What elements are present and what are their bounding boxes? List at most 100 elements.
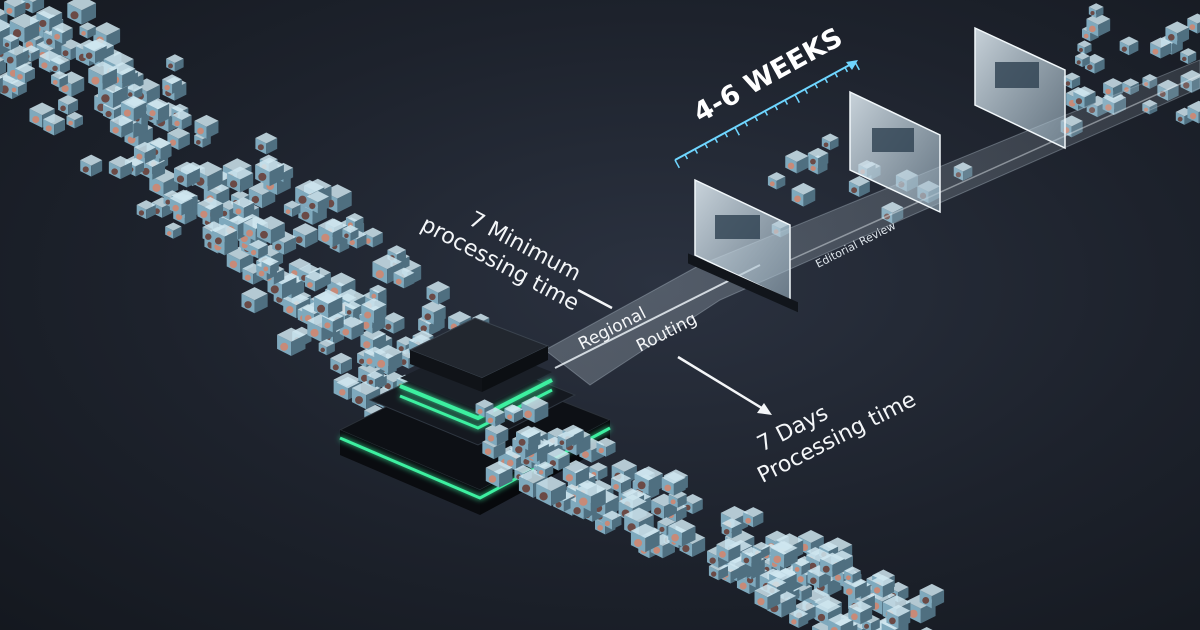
media-cube-icon [1063,72,1081,89]
media-cube-icon [361,298,387,324]
media-cube-icon [241,287,268,314]
media-cube-icon [66,111,84,129]
media-cube-icon [1119,36,1139,56]
media-cube-icon [9,78,27,96]
media-cube-icon [248,239,268,259]
media-cube-icon [4,43,29,69]
gate-screen-icon [872,128,914,152]
media-cube-icon [345,301,362,318]
media-cube-icon [79,22,96,39]
media-cube-icon [521,396,549,424]
review-gate-2 [849,90,941,214]
weeks-label: 4-6 WEEKS [688,22,848,129]
media-cube-icon [2,33,19,51]
timeline-tick [854,61,860,71]
min-time-pointer [577,288,613,310]
media-cube-icon [257,215,285,244]
media-cube-icon [51,22,73,44]
media-cube-icon [807,147,829,169]
media-cube-icon [844,566,861,584]
media-cube-icon [318,339,335,356]
media-cube-icon [630,523,660,553]
media-cube-icon [770,541,798,569]
media-cube-icon [485,407,505,427]
media-cube-icon [661,471,686,496]
media-cube-icon [147,98,170,121]
media-cube-icon [330,352,352,375]
media-cube-icon [166,54,184,72]
media-cube-icon [67,0,97,25]
media-cube-icon [133,141,156,164]
review-gate-3 [974,26,1066,150]
media-cube-icon [1187,100,1200,124]
media-cube-icon [318,218,348,248]
media-cube-icon [505,404,523,423]
media-cube-icon [393,267,415,289]
media-cube-icon [557,431,575,449]
media-cube-icon [212,224,238,250]
media-cube-icon [547,448,570,471]
media-cube-icon [807,565,831,589]
media-cube-icon [227,166,254,193]
media-cube-icon [172,110,192,130]
media-cube-icon [43,113,66,136]
media-cube-icon [537,461,554,478]
media-cube-icon [919,583,945,609]
media-cube-icon [313,289,343,318]
media-cube-icon [233,197,255,219]
media-cube-icon [261,257,279,275]
media-cube-icon [109,114,133,138]
timeline-tick [844,67,849,73]
media-cube-icon [292,223,318,248]
timeline-tick [684,154,689,160]
media-cube-icon [536,476,566,507]
timeline-tick [774,105,779,111]
media-cube-icon [382,312,405,334]
media-cube-icon [1075,52,1090,68]
media-cube-icon [634,466,663,495]
media-cube-field-lower [475,396,945,630]
media-cube-icon [791,182,816,207]
media-cube-icon [167,127,190,150]
media-cube-icon [1180,48,1197,65]
media-cube-icon [785,150,809,174]
media-cube-icon [1187,13,1200,34]
timeline-tick [734,126,740,136]
media-cube-icon [1084,53,1105,74]
media-cube-icon [721,518,742,539]
media-cube-icon [596,437,616,457]
timeline-tick [694,148,699,154]
media-cube-icon [304,271,326,292]
media-cube-icon [366,370,384,388]
timeline-tick [764,110,769,116]
media-cube-icon [820,552,845,578]
media-cube-icon [342,224,359,242]
media-cube-icon [306,190,330,214]
timeline-tick [754,116,759,122]
media-cube-icon [668,489,687,508]
media-cube-icon [88,61,117,90]
media-cube-icon [169,192,193,216]
media-cube-icon [36,6,63,32]
media-cube-icon [1150,37,1172,59]
media-cube-icon [255,132,278,155]
timeline-tick [794,94,800,103]
review-gate-1 [688,178,798,313]
media-cube-icon [602,510,622,530]
media-cube-icon [920,627,933,630]
days-pointer-arrow [677,355,772,415]
media-cube-icon [611,473,632,494]
timeline-tick [784,99,789,105]
media-cube-icon [485,460,513,488]
media-cube-icon [58,94,79,115]
media-cube-icon [743,507,764,528]
media-cube-icon [575,481,606,512]
media-cube-icon [283,200,301,218]
media-cube-icon [369,284,387,302]
media-cube-icon [136,200,156,220]
media-cube-icon [108,155,133,180]
media-cube-icon [475,399,494,418]
media-cube-icon [741,546,762,567]
media-cube-icon [4,0,26,18]
